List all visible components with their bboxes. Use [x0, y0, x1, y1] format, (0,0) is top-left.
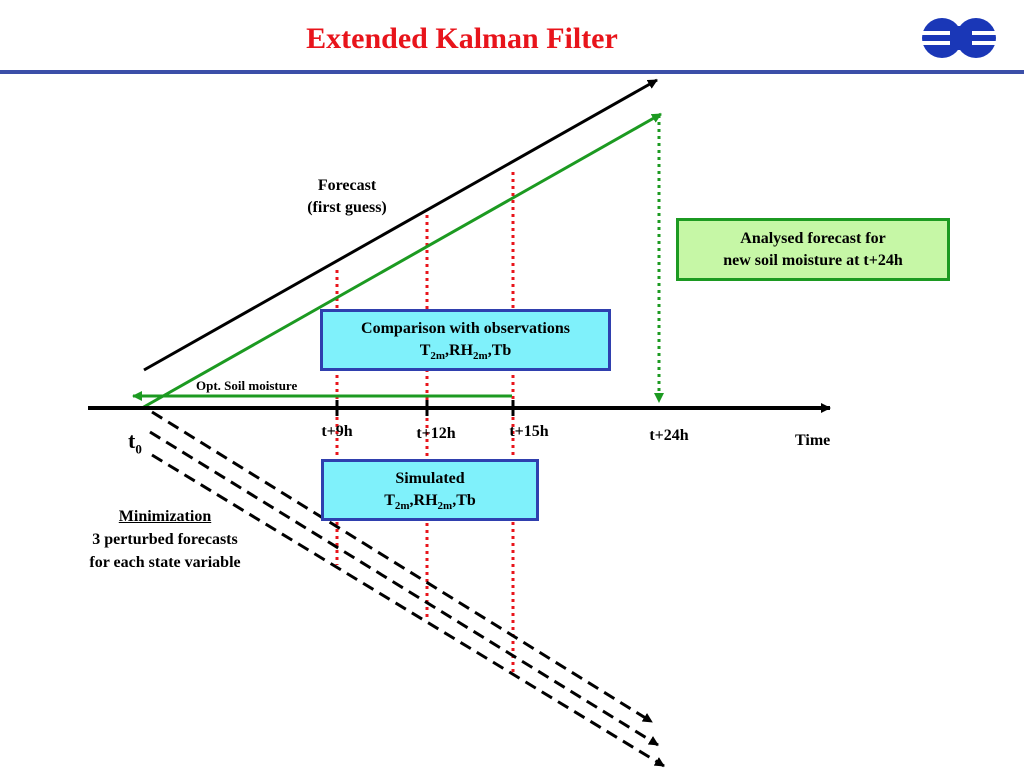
analysed-forecast-line1: Analysed forecast for	[740, 230, 886, 247]
page-title: Extended Kalman Filter	[306, 22, 618, 55]
simulated-line1: Simulated	[395, 470, 465, 487]
analysis-line	[141, 112, 662, 410]
opt-soil-label: Opt. Soil moisture	[196, 378, 298, 393]
time-axis-label: Time	[795, 432, 831, 449]
minimization-title: Minimization	[118, 508, 212, 525]
simulated-var-t-sub: 2m	[394, 500, 410, 513]
minimization-line1: 3 perturbed forecasts	[92, 531, 238, 548]
comparison-var-rh-sub: 2m	[473, 350, 488, 363]
comparison-var-rh: ,RH	[445, 342, 474, 359]
comparison-variables: T2m,RH2m,Tb	[323, 340, 608, 367]
ecmwf-logo-icon	[920, 18, 998, 58]
simulated-variables: T2m,RH2m,Tb	[324, 490, 536, 517]
forecast-label: Forecast (first guess)	[286, 175, 408, 219]
analysed-forecast-line2: new soil moisture at t+24h	[723, 252, 903, 269]
simulated-var-rh: ,RH	[409, 492, 438, 509]
comparison-var-t-sub: 2m	[430, 350, 446, 363]
forecast-line	[143, 78, 658, 372]
simulated-box: Simulated T2m,RH2m,Tb	[321, 459, 539, 521]
tick-label-t15h: t+15h	[509, 423, 549, 440]
perturbed-forecast-1	[151, 410, 653, 724]
comparison-line1: Comparison with observations	[361, 320, 570, 337]
header-rule	[0, 70, 1024, 74]
forecast-label-line1: Forecast	[317, 177, 377, 194]
minimization-label: Minimization 3 perturbed forecasts for e…	[60, 505, 270, 574]
simulated-var-t: T	[384, 492, 395, 509]
t0-sub: 0	[135, 441, 142, 457]
perturbed-forecast-3	[151, 453, 665, 768]
comparison-box: Comparison with observations T2m,RH2m,Tb	[320, 309, 611, 371]
simulated-var-rh-sub: 2m	[437, 500, 453, 513]
analysed-forecast-box: Analysed forecast for new soil moisture …	[676, 218, 950, 281]
simulated-var-tb: ,Tb	[452, 492, 476, 509]
comparison-var-tb: ,Tb	[487, 342, 512, 359]
perturbed-forecast-2	[149, 430, 659, 747]
forecast-label-line2: (first guess)	[307, 199, 387, 216]
tick-label-t9h: t+9h	[321, 423, 353, 440]
t0-label: t0	[128, 428, 142, 457]
t0-text: t	[128, 428, 136, 453]
tick-label-t12h: t+12h	[416, 425, 456, 442]
minimization-line2: for each state variable	[89, 554, 241, 571]
comparison-var-t: T	[419, 342, 431, 359]
tick-label-t24h: t+24h	[649, 427, 689, 444]
